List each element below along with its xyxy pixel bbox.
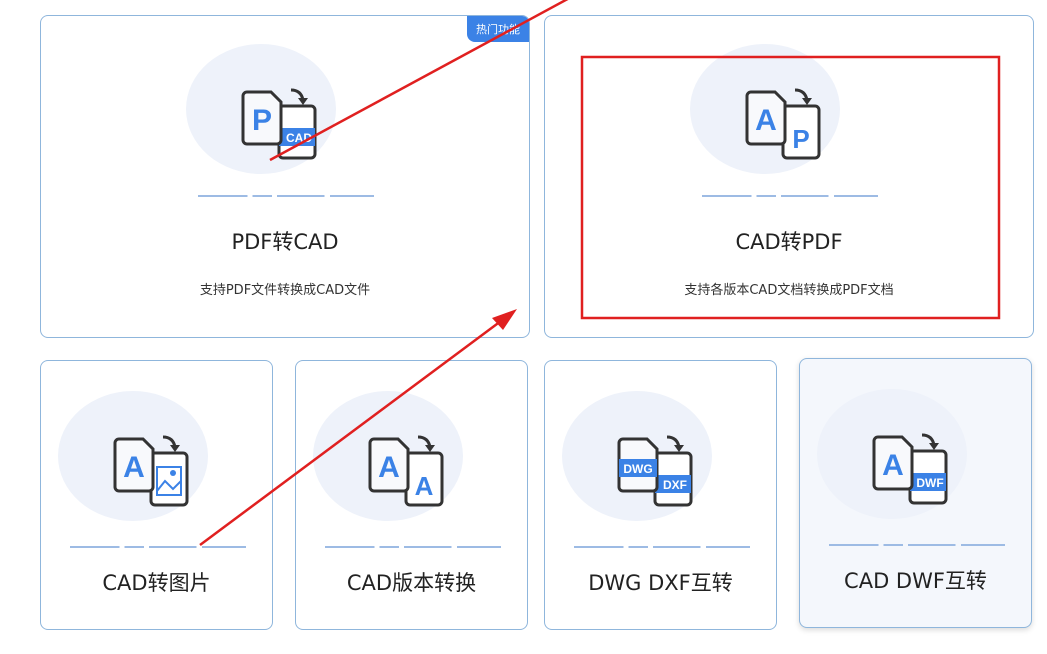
svg-text:P: P	[792, 124, 809, 154]
divider	[828, 544, 1005, 546]
svg-text:DWF: DWF	[916, 476, 943, 490]
card-title: CAD版本转换	[346, 571, 477, 595]
card-title: CAD转图片	[102, 571, 211, 595]
svg-text:DWG: DWG	[623, 462, 652, 476]
card-title: CAD转PDF	[735, 230, 843, 254]
card-description: 支持PDF文件转换成CAD文件	[199, 283, 371, 298]
svg-text:A: A	[882, 449, 904, 482]
pdf-to-cad-icon: CAD P	[241, 84, 321, 168]
divider	[702, 195, 878, 197]
card-title: PDF转CAD	[231, 230, 339, 254]
card-description: 支持各版本CAD文档转换成PDF文档	[684, 283, 894, 298]
cad-to-image-icon: A	[113, 431, 193, 515]
card-cad-dwf[interactable]: DWF A CAD DWF互转	[799, 358, 1032, 628]
divider	[198, 195, 374, 197]
svg-text:P: P	[252, 104, 272, 137]
svg-text:A: A	[378, 451, 400, 484]
card-dwg-dxf[interactable]: DXF DWG DWG DXF互转	[544, 360, 777, 630]
card-title: DWG DXF互转	[588, 571, 733, 595]
svg-text:A: A	[755, 104, 777, 137]
card-pdf-to-cad[interactable]: CAD P PDF转CAD 支持PDF文件转换成CAD文件 热门功能	[40, 15, 530, 338]
cad-dwf-icon: DWF A	[872, 429, 952, 513]
svg-text:DXF: DXF	[663, 478, 687, 492]
hot-feature-badge: 热门功能	[467, 16, 529, 42]
svg-text:A: A	[123, 451, 145, 484]
card-title: CAD DWF互转	[844, 569, 987, 593]
divider	[69, 546, 246, 548]
divider	[573, 546, 750, 548]
svg-text:CAD: CAD	[286, 131, 312, 145]
divider	[324, 546, 501, 548]
svg-text:A: A	[414, 471, 433, 501]
card-cad-to-image[interactable]: A CAD转图片	[40, 360, 273, 630]
dwg-dxf-icon: DXF DWG	[617, 431, 697, 515]
